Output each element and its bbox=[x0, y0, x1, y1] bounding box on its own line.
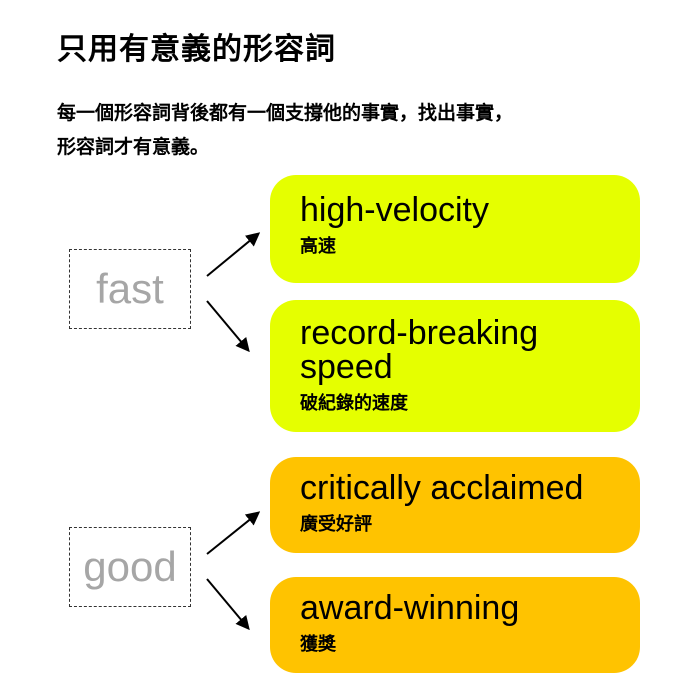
arrow-fast-to-record-breaking bbox=[206, 300, 250, 353]
page-title: 只用有意義的形容詞 bbox=[57, 32, 336, 67]
arrow-good-to-critically-acclaimed bbox=[206, 511, 261, 555]
source-box-fast: fast bbox=[69, 249, 191, 329]
card-chinese-text: 高速 bbox=[300, 236, 336, 257]
card-english-text: high-velocity bbox=[300, 191, 489, 229]
arrow-good-to-award-winning bbox=[206, 578, 250, 631]
arrow-fast-to-high-velocity bbox=[206, 232, 261, 277]
card-record-breaking-speed: record-breaking speed 破紀錄的速度 bbox=[270, 300, 640, 432]
card-chinese-text: 破紀錄的速度 bbox=[300, 393, 408, 414]
card-award-winning: award-winning 獲獎 bbox=[270, 577, 640, 673]
page-subtitle: 每一個形容詞背後都有一個支撐他的事實，找出事實， 形容詞才有意義。 bbox=[57, 96, 657, 164]
source-box-good: good bbox=[69, 527, 191, 607]
card-high-velocity: high-velocity 高速 bbox=[270, 175, 640, 283]
subtitle-line-2: 形容詞才有意義。 bbox=[57, 136, 210, 158]
card-critically-acclaimed: critically acclaimed 廣受好評 bbox=[270, 457, 640, 553]
card-english-text: record-breaking speed bbox=[300, 314, 539, 386]
card-english-text: award-winning bbox=[300, 589, 520, 627]
card-english-text: critically acclaimed bbox=[300, 469, 584, 507]
source-word-good: good bbox=[83, 543, 177, 590]
source-word-fast: fast bbox=[96, 265, 164, 312]
card-chinese-text: 獲獎 bbox=[300, 634, 336, 655]
card-chinese-text: 廣受好評 bbox=[300, 514, 372, 535]
subtitle-line-1: 每一個形容詞背後都有一個支撐他的事實，找出事實， bbox=[57, 102, 514, 124]
